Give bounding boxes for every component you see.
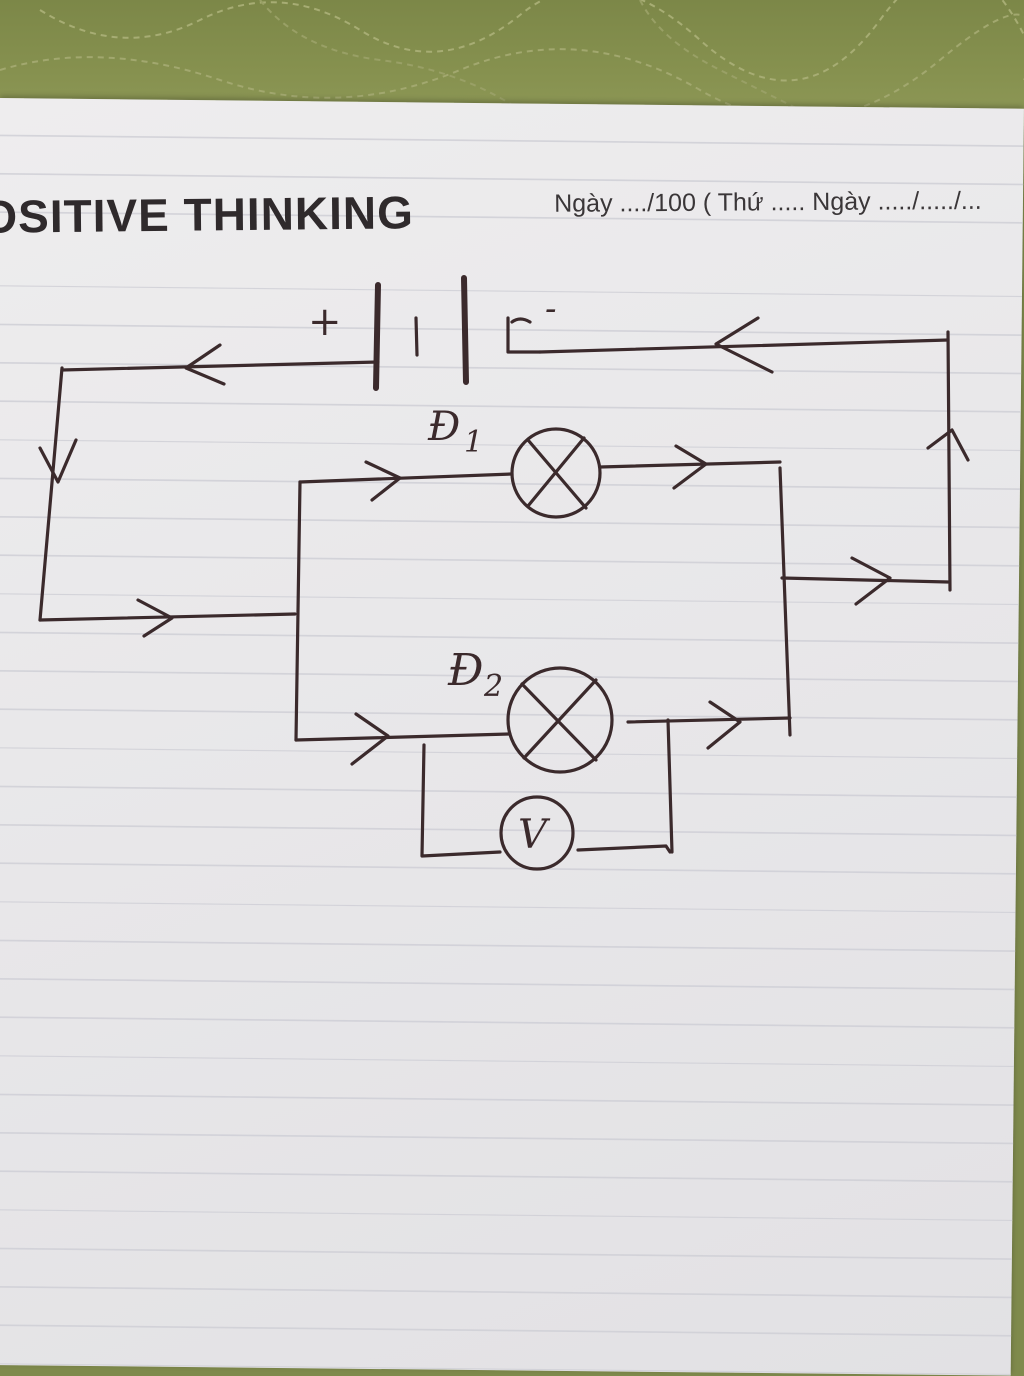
battery-minus-label: - <box>545 289 557 329</box>
arrow-right-up <box>926 428 970 462</box>
wire-lamp1-in <box>298 472 514 484</box>
arrow-lamp1-in <box>364 460 402 502</box>
battery-symbol <box>373 275 542 391</box>
voltmeter <box>499 795 575 871</box>
lamp-1 <box>510 427 602 519</box>
lamp-2 <box>506 666 614 774</box>
wire-left-vertical <box>38 366 64 622</box>
wire-lamp1-out <box>598 460 782 469</box>
arrow-top-right <box>714 316 774 374</box>
arrow-bottom-left <box>136 598 174 638</box>
lamp-1-label: Đ <box>427 404 460 450</box>
arrow-lamp2-out <box>706 700 742 750</box>
voltmeter-symbol: V <box>518 812 551 858</box>
wire-lamp2-out <box>626 716 792 724</box>
wire-top-right <box>538 338 950 354</box>
lamp-2-label: Đ <box>447 645 484 696</box>
current-arrows <box>38 316 970 766</box>
battery-plus-label: + <box>308 299 342 345</box>
wire-branch-right <box>778 466 792 737</box>
arrow-lamp1-out <box>672 444 708 490</box>
arrow-top-left <box>184 343 226 386</box>
lamp-2-subscript: 2 <box>483 669 503 704</box>
wire-lamp2-in <box>294 732 512 742</box>
wire-right-vertical <box>946 330 952 592</box>
wire-top-left <box>60 360 380 372</box>
wire-return <box>780 576 950 584</box>
arrow-lamp2-in <box>350 712 390 766</box>
arrow-left-down <box>38 438 78 484</box>
lamp-1-subscript: 1 <box>464 425 483 460</box>
arrow-return <box>850 556 892 606</box>
wire-voltmeter-loop <box>420 718 674 858</box>
wire-branch-left <box>294 480 302 742</box>
